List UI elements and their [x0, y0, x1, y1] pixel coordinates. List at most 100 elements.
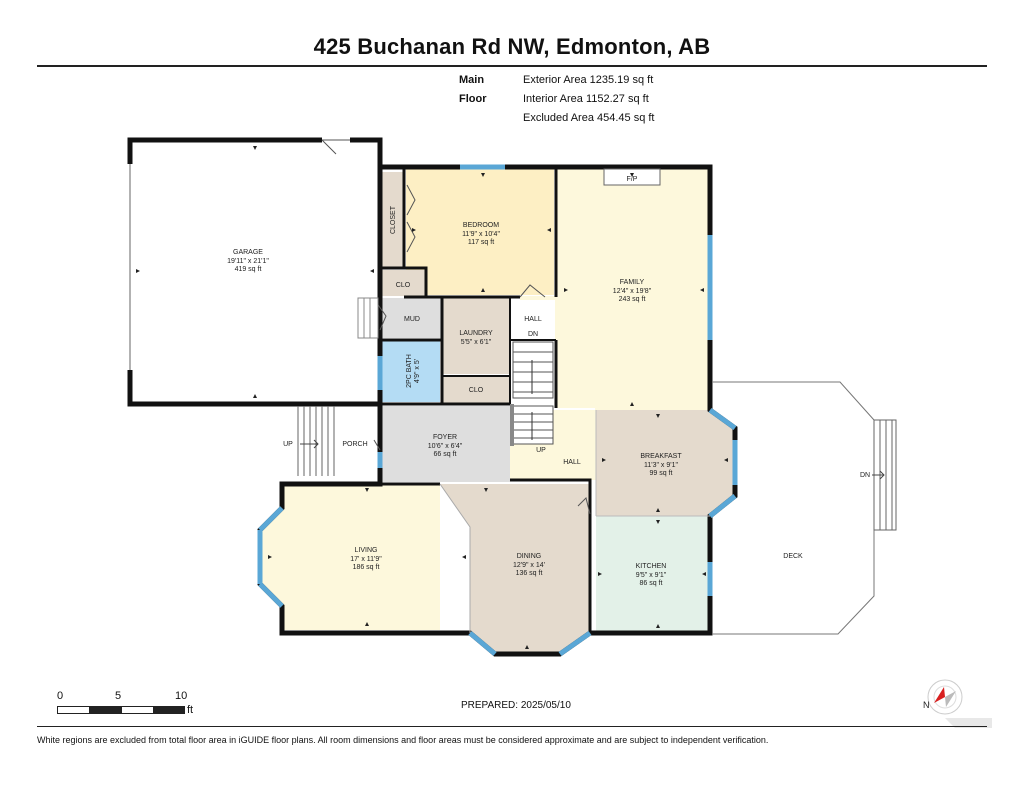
deck-outline — [712, 381, 875, 635]
family-name: FAMILY — [620, 279, 645, 286]
foyer-fill — [380, 406, 510, 482]
bath-dims: 4'9" x 5' — [414, 359, 421, 383]
dining-bay-window-2 — [558, 630, 592, 657]
scale-segment-1 — [57, 706, 91, 714]
dining-bay-window-1 — [468, 631, 497, 656]
family-dims: 12'4" x 19'8" — [613, 288, 652, 295]
bedroom-area: 117 sq ft — [468, 239, 494, 246]
clo-upper-wall — [380, 266, 428, 297]
bedroom-fill — [406, 169, 554, 295]
bedroom-door — [519, 284, 546, 298]
clo-upper-fill — [380, 270, 425, 296]
porch-up-arrow — [300, 439, 319, 449]
closet-door-bottom — [406, 221, 416, 253]
exterior-area: Exterior Area 1235.19 sq ft — [523, 74, 654, 86]
deck-steps — [873, 419, 897, 531]
closet-fill — [380, 172, 404, 267]
bath-fill — [380, 340, 440, 402]
kitchen-dims: 9'5" x 9'1" — [636, 572, 667, 579]
doors — [373, 184, 591, 515]
breakfast-dims: 11'3" x 9'1" — [644, 462, 678, 469]
laundry-dims: 5'5" x 6'1" — [461, 339, 492, 346]
closet-label: CLOSET — [390, 205, 397, 234]
kitchen-area: 86 sq ft — [640, 580, 663, 587]
scale-segment-2 — [89, 706, 123, 714]
deck-label: DECK — [783, 553, 803, 560]
disclaimer: White regions are excluded from total fl… — [37, 735, 769, 745]
bedroom-name: BEDROOM — [463, 222, 499, 229]
stairs — [512, 341, 554, 445]
hall-upper-label: HALL — [524, 316, 542, 323]
laundry-fill — [443, 298, 511, 374]
breakfast-name: BREAKFAST — [640, 453, 682, 460]
porch-steps — [297, 406, 335, 476]
family-fill — [520, 169, 710, 410]
bedroom-dims: 11'9" x 10'4" — [462, 231, 500, 238]
kitchen-fill — [596, 516, 710, 631]
dining-dims: 12'9" x 14' — [513, 562, 545, 569]
foyer-dims: 10'6" x 6'4" — [428, 443, 463, 450]
dining-door — [577, 497, 591, 515]
compass-needle — [934, 687, 945, 703]
compass: N — [923, 679, 963, 715]
hall-lower-label: HALL — [563, 459, 581, 466]
mud-door — [375, 301, 387, 331]
room-labels: GARAGE 19'11" x 21'1" 419 sq ft BEDROOM … — [227, 176, 870, 587]
mud-fill — [380, 298, 442, 338]
porch-up-label: UP — [283, 441, 293, 448]
title-divider — [37, 65, 987, 67]
scale-tick-0: 0 — [57, 690, 64, 702]
scale-unit: ft — [187, 704, 194, 716]
living-area: 186 sq ft — [353, 564, 380, 571]
scale-bar: 0 5 10 ft — [57, 690, 197, 720]
dimension-markers — [136, 146, 728, 649]
dining-fill — [440, 484, 590, 652]
scale-segment-3 — [121, 706, 155, 714]
footer-divider — [37, 726, 987, 727]
dining-name: DINING — [517, 553, 542, 560]
family-area: 243 sq ft — [619, 296, 646, 303]
windows — [257, 164, 738, 657]
clo-lower-label: CLO — [469, 387, 484, 394]
breakfast-fill — [596, 410, 735, 516]
logo-mark — [945, 718, 992, 728]
garage-area: 419 sq ft — [235, 266, 262, 273]
living-bay-window-1 — [258, 506, 284, 532]
floor-name: Main Floor — [459, 74, 487, 105]
kitchen-name: KITCHEN — [636, 563, 667, 570]
foyer-entry-door — [373, 439, 381, 451]
stair-dn-label: DN — [528, 331, 538, 338]
breakfast-bay-window-2 — [708, 494, 737, 518]
garage-entry-door — [321, 139, 350, 155]
excluded-area: Excluded Area 454.45 sq ft — [523, 112, 655, 124]
deck-down-arrow — [872, 470, 885, 480]
dining-kitchen-wall — [510, 478, 592, 633]
breakfast-bay-window-1 — [708, 407, 737, 431]
bath-name: 2PC BATH — [406, 354, 413, 388]
laundry-name: LAUNDRY — [459, 330, 493, 337]
prepared-date: PREPARED: 2025/05/10 — [461, 700, 571, 711]
stair-up-label: UP — [536, 447, 546, 454]
porch-label: PORCH — [342, 441, 367, 448]
living-dims: 17' x 11'9" — [350, 556, 382, 563]
scale-tick-5: 5 — [115, 690, 122, 702]
garage-dims: 19'11" x 21'1" — [227, 258, 269, 265]
scale-tick-10: 10 — [175, 690, 188, 702]
scale-segment-4 — [153, 706, 185, 714]
mud-steps — [357, 297, 379, 339]
closet-door-top — [406, 184, 416, 216]
foyer-area: 66 sq ft — [434, 451, 457, 458]
living-bay-window-2 — [258, 582, 284, 608]
mud-label: MUD — [404, 316, 420, 323]
fireplace-label: F/P — [627, 176, 638, 183]
interior-area: Interior Area 1152.27 sq ft — [523, 93, 649, 105]
stair-down — [512, 341, 554, 399]
living-name: LIVING — [355, 547, 378, 554]
living-dining-divider — [439, 483, 471, 633]
breakfast-area: 99 sq ft — [650, 470, 673, 477]
deck-dn-label: DN — [860, 472, 870, 479]
foyer-name: FOYER — [433, 434, 457, 441]
clo-lower-fill — [443, 376, 511, 404]
clo-upper-label: CLO — [396, 282, 411, 289]
